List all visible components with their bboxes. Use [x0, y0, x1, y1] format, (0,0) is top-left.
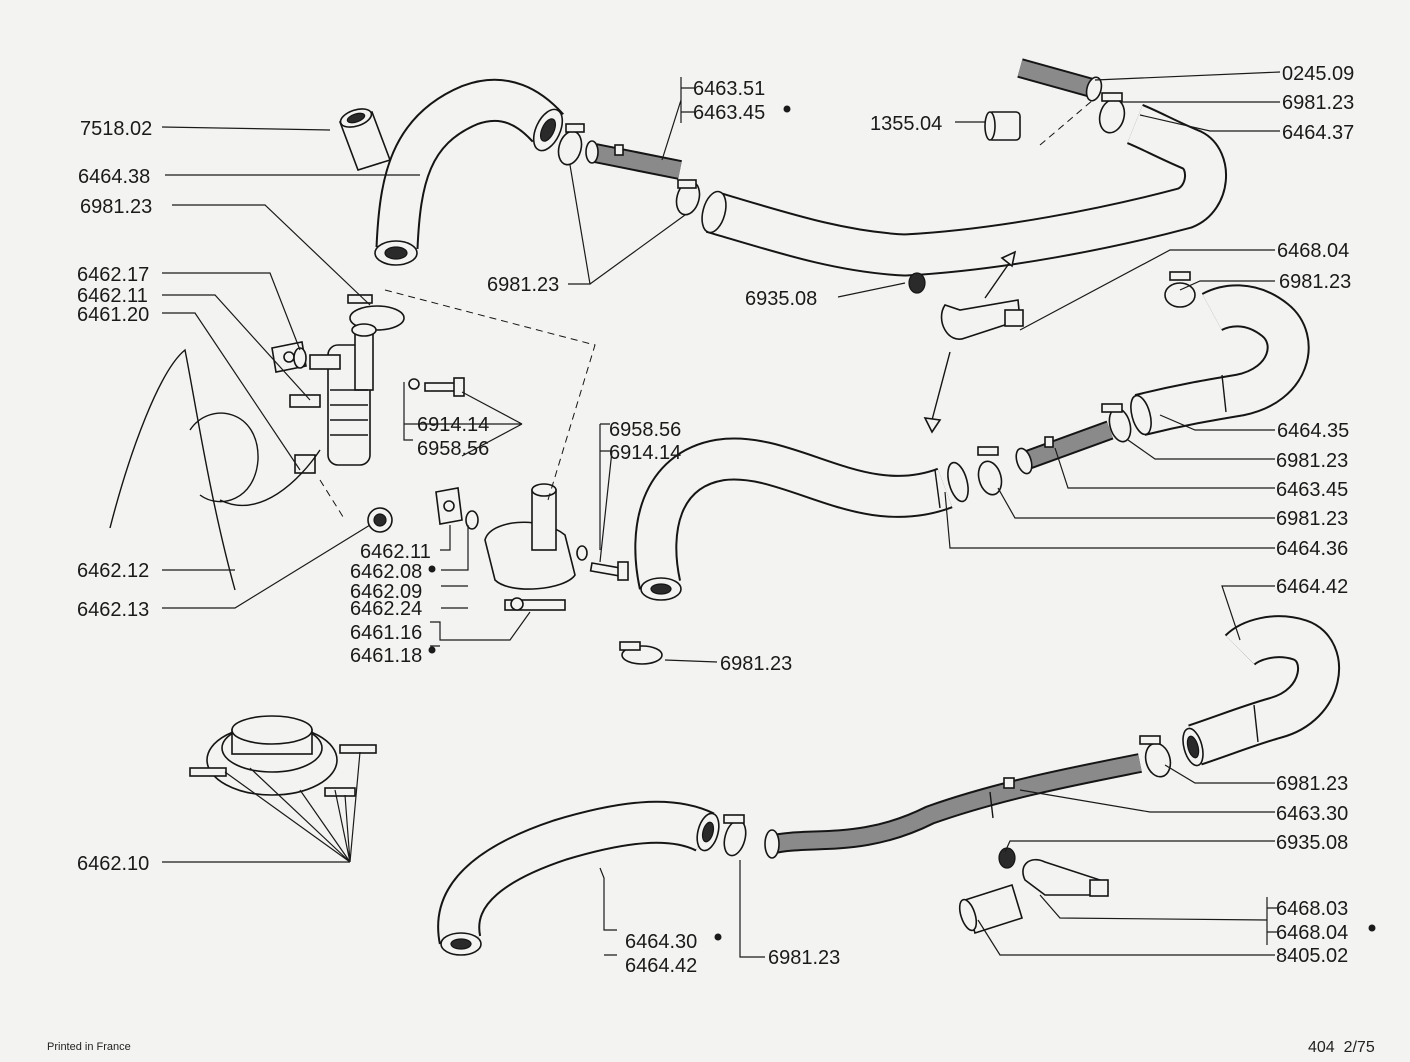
- marker-dot: [714, 933, 722, 941]
- hose-6464-42: [1182, 615, 1340, 767]
- sleeve-7518-02: [338, 108, 392, 171]
- label-6463-45-b: 6463.45: [1276, 479, 1348, 501]
- clip-top-mid: [675, 179, 701, 216]
- bracket-6468-03: [1022, 858, 1109, 897]
- tube-6463-45: [1015, 420, 1114, 475]
- clip-near-6464-30: [723, 814, 747, 857]
- label-6468-03: 6468.03: [1276, 898, 1348, 920]
- cable-6462-12: [109, 348, 321, 591]
- page-reference: 404 2/75: [1308, 1039, 1375, 1056]
- label-8405-02: 8405.02: [1276, 945, 1348, 967]
- screw-6914-14-b: [576, 545, 629, 581]
- hose-6464-30: [437, 800, 720, 956]
- label-6462-12: 6462.12: [77, 560, 149, 582]
- label-6462-24: 6462.24: [350, 598, 422, 620]
- arrow-down: [923, 351, 951, 434]
- clip-mid-right: [1164, 271, 1196, 308]
- label-6462-11-b: 6462.11: [360, 541, 431, 563]
- label-6981-23-a: 6981.23: [80, 196, 152, 218]
- label-6914-14-a: 6914.14: [417, 414, 489, 436]
- grommet-6935-08-top: [908, 272, 926, 294]
- arrow-up: [984, 250, 1017, 299]
- label-6462-08: 6462.08: [350, 561, 422, 583]
- clip-near-6464-35: [1101, 403, 1132, 443]
- label-6462-09: 6462.09: [350, 581, 422, 603]
- printed-in-france: Printed in France: [47, 1041, 131, 1053]
- marker-dot: [428, 646, 436, 654]
- tube-6463-51: [585, 140, 682, 180]
- hose-6464-35: [1130, 284, 1310, 436]
- label-6958-56-a: 6958.56: [417, 438, 489, 460]
- hose-6464-37: [701, 104, 1227, 277]
- gasket-6462-11: [293, 347, 307, 369]
- label-6461-20: 6461.20: [77, 304, 149, 326]
- label-6981-23-d: 6981.23: [1279, 271, 1351, 293]
- marker-dot: [428, 565, 436, 573]
- label-6935-08-a: 6935.08: [745, 288, 817, 310]
- label-6464-37: 6464.37: [1282, 122, 1354, 144]
- marker-dot: [1368, 924, 1376, 932]
- label-6914-14-b: 6914.14: [609, 442, 681, 464]
- label-0245-09: 0245.09: [1282, 63, 1354, 85]
- label-6981-23-b: 6981.23: [487, 274, 559, 296]
- gasket-6462-08: [435, 487, 479, 530]
- label-6981-23-h: 6981.23: [1276, 773, 1348, 795]
- label-6464-42-a: 6464.42: [1276, 576, 1348, 598]
- label-6981-23-f: 6981.23: [1276, 508, 1348, 530]
- label-6464-36: 6464.36: [1276, 538, 1348, 560]
- label-6463-30: 6463.30: [1276, 803, 1348, 825]
- marker-dot: [783, 105, 791, 113]
- label-6958-56-b: 6958.56: [609, 419, 681, 441]
- part-labels: 7518.02 6464.38 6981.23 6462.17 6462.11 …: [77, 63, 1376, 977]
- label-6981-23-c: 6981.23: [1282, 92, 1354, 114]
- bracket-6468-04: [940, 299, 1024, 340]
- sleeve-1355-04: [984, 111, 1021, 141]
- tube-0245-09: [1017, 58, 1103, 102]
- clip-top-left: [557, 123, 585, 166]
- label-6461-16: 6461.16: [350, 622, 422, 644]
- label-6464-35: 6464.35: [1277, 420, 1349, 442]
- clip-near-6464-36: [977, 446, 1003, 496]
- label-6462-10: 6462.10: [77, 853, 149, 875]
- hose-6464-38: [374, 78, 564, 266]
- label-6981-23-g: 6981.23: [720, 653, 792, 675]
- label-6981-23-e: 6981.23: [1276, 450, 1348, 472]
- leader-lines: [161, 71, 1281, 958]
- label-7518-02: 7518.02: [80, 118, 152, 140]
- label-6468-04-b: 6468.04: [1276, 922, 1348, 944]
- label-6462-11-a: 6462.11: [77, 285, 148, 307]
- screw-6914-14-a: [408, 377, 465, 397]
- label-1355-04: 1355.04: [870, 113, 942, 135]
- label-6464-42-b: 6464.42: [625, 955, 697, 977]
- cover-6462-10: [189, 715, 377, 797]
- tube-6463-30: [764, 753, 1142, 859]
- label-6462-13: 6462.13: [77, 599, 149, 621]
- hose-6464-36: [634, 437, 969, 601]
- label-6462-17: 6462.17: [77, 264, 149, 286]
- label-6464-30: 6464.30: [625, 931, 697, 953]
- grommet-6935-08-bottom: [998, 847, 1016, 869]
- clip-top-right: [1098, 92, 1126, 134]
- sleeve-8405-02: [958, 883, 1023, 935]
- knob-6462-13: [367, 507, 393, 533]
- label-6981-23-i: 6981.23: [768, 947, 840, 969]
- label-6464-38: 6464.38: [78, 166, 150, 188]
- label-6461-18: 6461.18: [350, 645, 422, 667]
- clip-loose: [619, 641, 663, 665]
- heater-valve-6461-20: [289, 323, 377, 474]
- label-6468-04-a: 6468.04: [1277, 240, 1349, 262]
- label-6463-51: 6463.51: [693, 78, 765, 100]
- clip-near-6463-30: [1139, 735, 1172, 778]
- label-6463-45-a: 6463.45: [693, 102, 765, 124]
- label-6935-08-b: 6935.08: [1276, 832, 1348, 854]
- water-valve-6461-16: [484, 483, 576, 611]
